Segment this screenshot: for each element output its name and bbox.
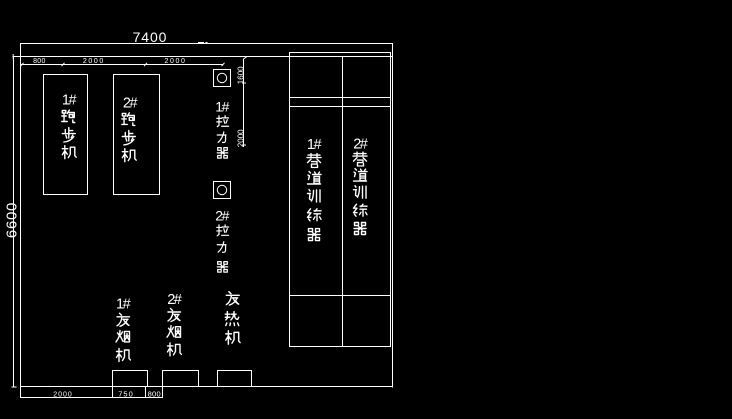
svg-text:2#: 2# [353, 136, 368, 152]
svg-text:6600: 6600 [4, 202, 21, 238]
svg-text:2000: 2000 [165, 58, 187, 65]
svg-text:7400: 7400 [133, 29, 168, 45]
svg-text:2#: 2# [215, 208, 229, 224]
svg-text:1#: 1# [62, 93, 77, 109]
svg-text:2000: 2000 [236, 129, 245, 147]
svg-text:1#: 1# [307, 137, 322, 153]
svg-text:1#: 1# [116, 297, 131, 313]
svg-text:2000: 2000 [83, 58, 105, 65]
svg-text:800: 800 [148, 389, 161, 398]
svg-text:1600: 1600 [236, 66, 245, 84]
svg-text:1#: 1# [215, 99, 229, 115]
svg-text:2#: 2# [123, 96, 138, 112]
svg-text:2#: 2# [167, 292, 182, 308]
svg-text:800: 800 [33, 58, 46, 65]
svg-text:2000: 2000 [53, 391, 73, 398]
svg-text:750: 750 [118, 389, 134, 398]
